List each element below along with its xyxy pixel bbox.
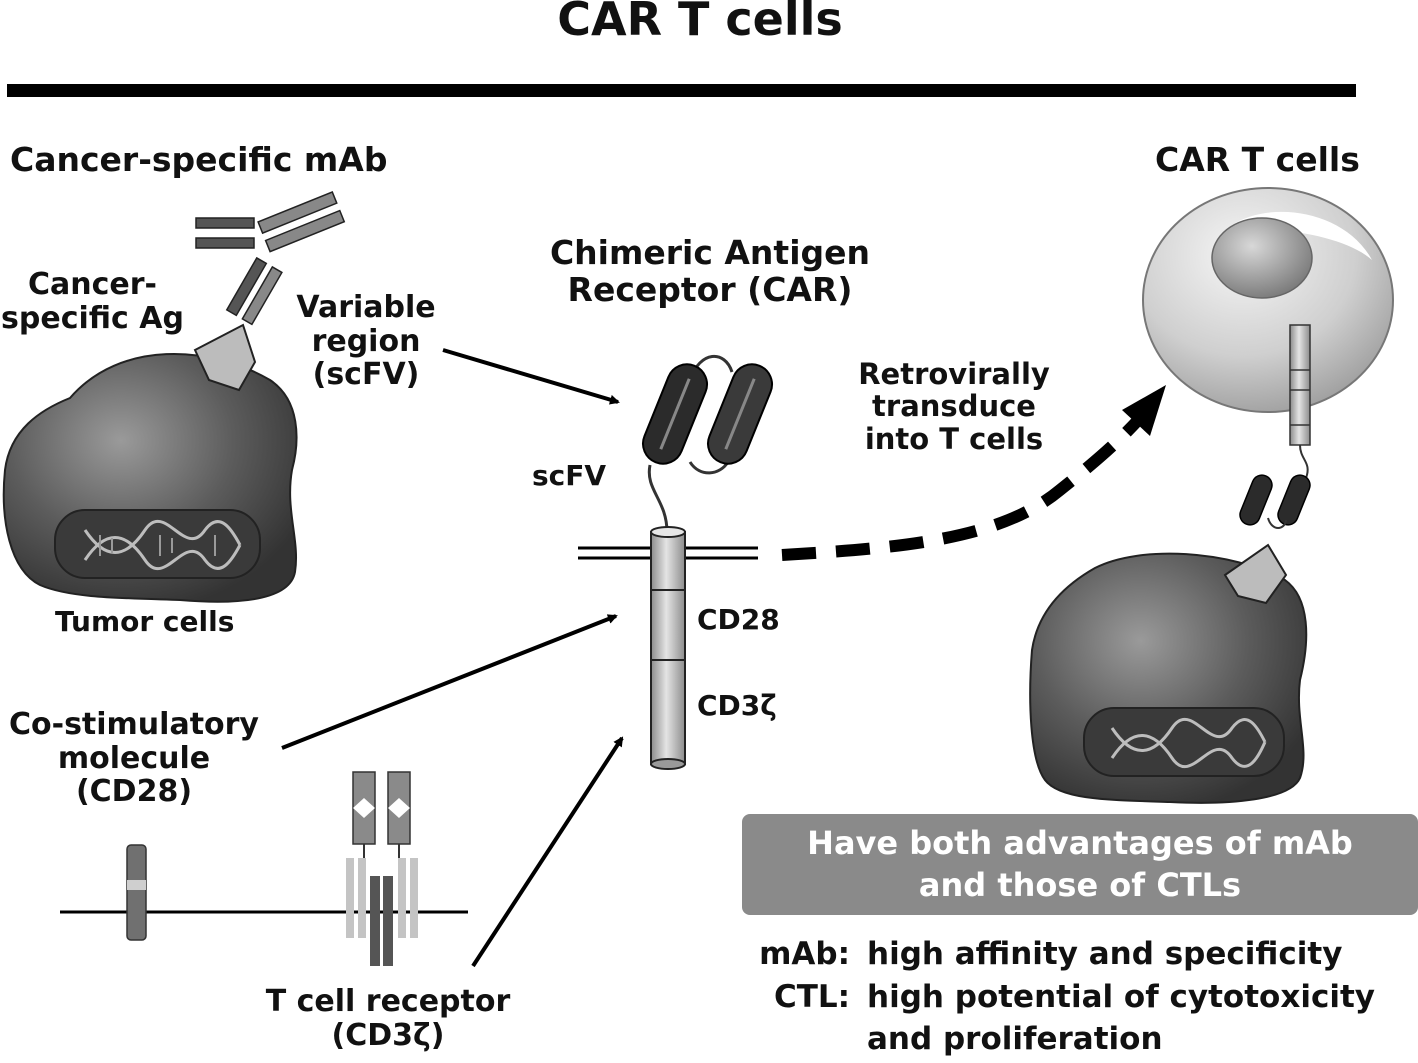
- variable-region-line-1: Variable: [296, 290, 436, 325]
- transduce-line-3: into T cells: [864, 421, 1044, 456]
- variable-region-line-3: (scFV): [312, 357, 420, 393]
- scfv-heavy-domain: [642, 363, 708, 465]
- variable-region-label: Variable region (scFV): [280, 291, 452, 392]
- car-heading-line-2: Receptor (CAR): [567, 269, 853, 309]
- costim-line-3: (CD28): [75, 774, 193, 810]
- tcr-label: T cell receptor (CD3ζ): [252, 985, 524, 1052]
- car-construct: [578, 354, 773, 770]
- costim-line-2: molecule: [57, 740, 211, 776]
- banner-line-2: and those of CTLs: [918, 865, 1242, 904]
- tumor-cell-left: [2, 353, 298, 603]
- summary-desc-mab: high affinity and specificity: [867, 936, 1343, 972]
- summary-desc-ctl-cont: and proliferation: [867, 1021, 1163, 1057]
- tcr-complex: [346, 771, 418, 966]
- summary-term-mab: mAb:: [759, 936, 850, 972]
- car-hinge-tm: [650, 531, 686, 591]
- tcr-line-1: T cell receptor: [265, 984, 511, 1019]
- car-heading-line-1: Chimeric Antigen: [549, 233, 871, 272]
- car-cd3z-domain: [650, 659, 686, 765]
- arrow-tcr-to-cd3z: [471, 736, 624, 968]
- arrow-costim-to-cd28: [281, 614, 618, 750]
- cancer-antigen-icon-right: [1223, 543, 1288, 605]
- car-t-cell: [1142, 187, 1394, 529]
- car-on-t-cell: [1239, 324, 1311, 529]
- summary-term-ctl: CTL:: [773, 979, 850, 1015]
- cancer-ag-line-2: specific Ag: [1, 300, 184, 336]
- arrow-transduce: [781, 413, 1145, 561]
- dna-icon: [83, 520, 242, 570]
- transduce-line-1: Retrovirally: [858, 357, 1050, 391]
- scfv-label: scFV: [532, 459, 607, 492]
- banner-line-1: Have both advantages of mAb: [807, 823, 1353, 862]
- tcr-line-2: (CD3ζ): [331, 1017, 445, 1053]
- summary-banner-bg: [742, 814, 1418, 915]
- transduce-label: Retrovirally transduce into T cells: [838, 357, 1070, 456]
- dna-icon-right: [1110, 718, 1267, 768]
- summary-banner: Have both advantages of mAb and those of…: [742, 814, 1418, 915]
- cancer-antigen-icon: [193, 323, 257, 392]
- t-cell-nucleus: [1211, 217, 1313, 299]
- costim-line-1: Co-stimulatory: [8, 707, 259, 742]
- car-t-cells-heading: CAR T cells: [1155, 140, 1360, 179]
- scfv-light-domain: [707, 363, 773, 465]
- cancer-mab-heading: Cancer-specific mAb: [10, 140, 388, 179]
- cd28-label: CD28: [697, 603, 780, 636]
- costimulatory-label: Co-stimulatory molecule (CD28): [0, 708, 268, 809]
- tumor-cell-right: [1029, 543, 1308, 804]
- title-rule: [7, 84, 1356, 97]
- variable-region-line-2: region: [311, 323, 421, 359]
- summary-desc-ctl: high potential of cytotoxicity: [867, 979, 1375, 1015]
- arrow-variable-to-scfv: [442, 348, 620, 405]
- cd3z-label: CD3ζ: [697, 689, 777, 722]
- cancer-ag-label: Cancer- specific Ag: [0, 268, 185, 335]
- transduce-line-2: transduce: [872, 389, 1036, 424]
- cancer-ag-line-1: Cancer-: [28, 267, 157, 302]
- page-title: CAR T cells: [557, 0, 843, 46]
- car-cd28-domain: [650, 589, 686, 661]
- arrow-transduce-head: [1122, 385, 1166, 436]
- tumor-cells-label: Tumor cells: [55, 605, 235, 638]
- car-heading: Chimeric Antigen Receptor (CAR): [520, 233, 900, 309]
- antibody-icon: [195, 191, 346, 326]
- cd28-molecule: [126, 844, 147, 941]
